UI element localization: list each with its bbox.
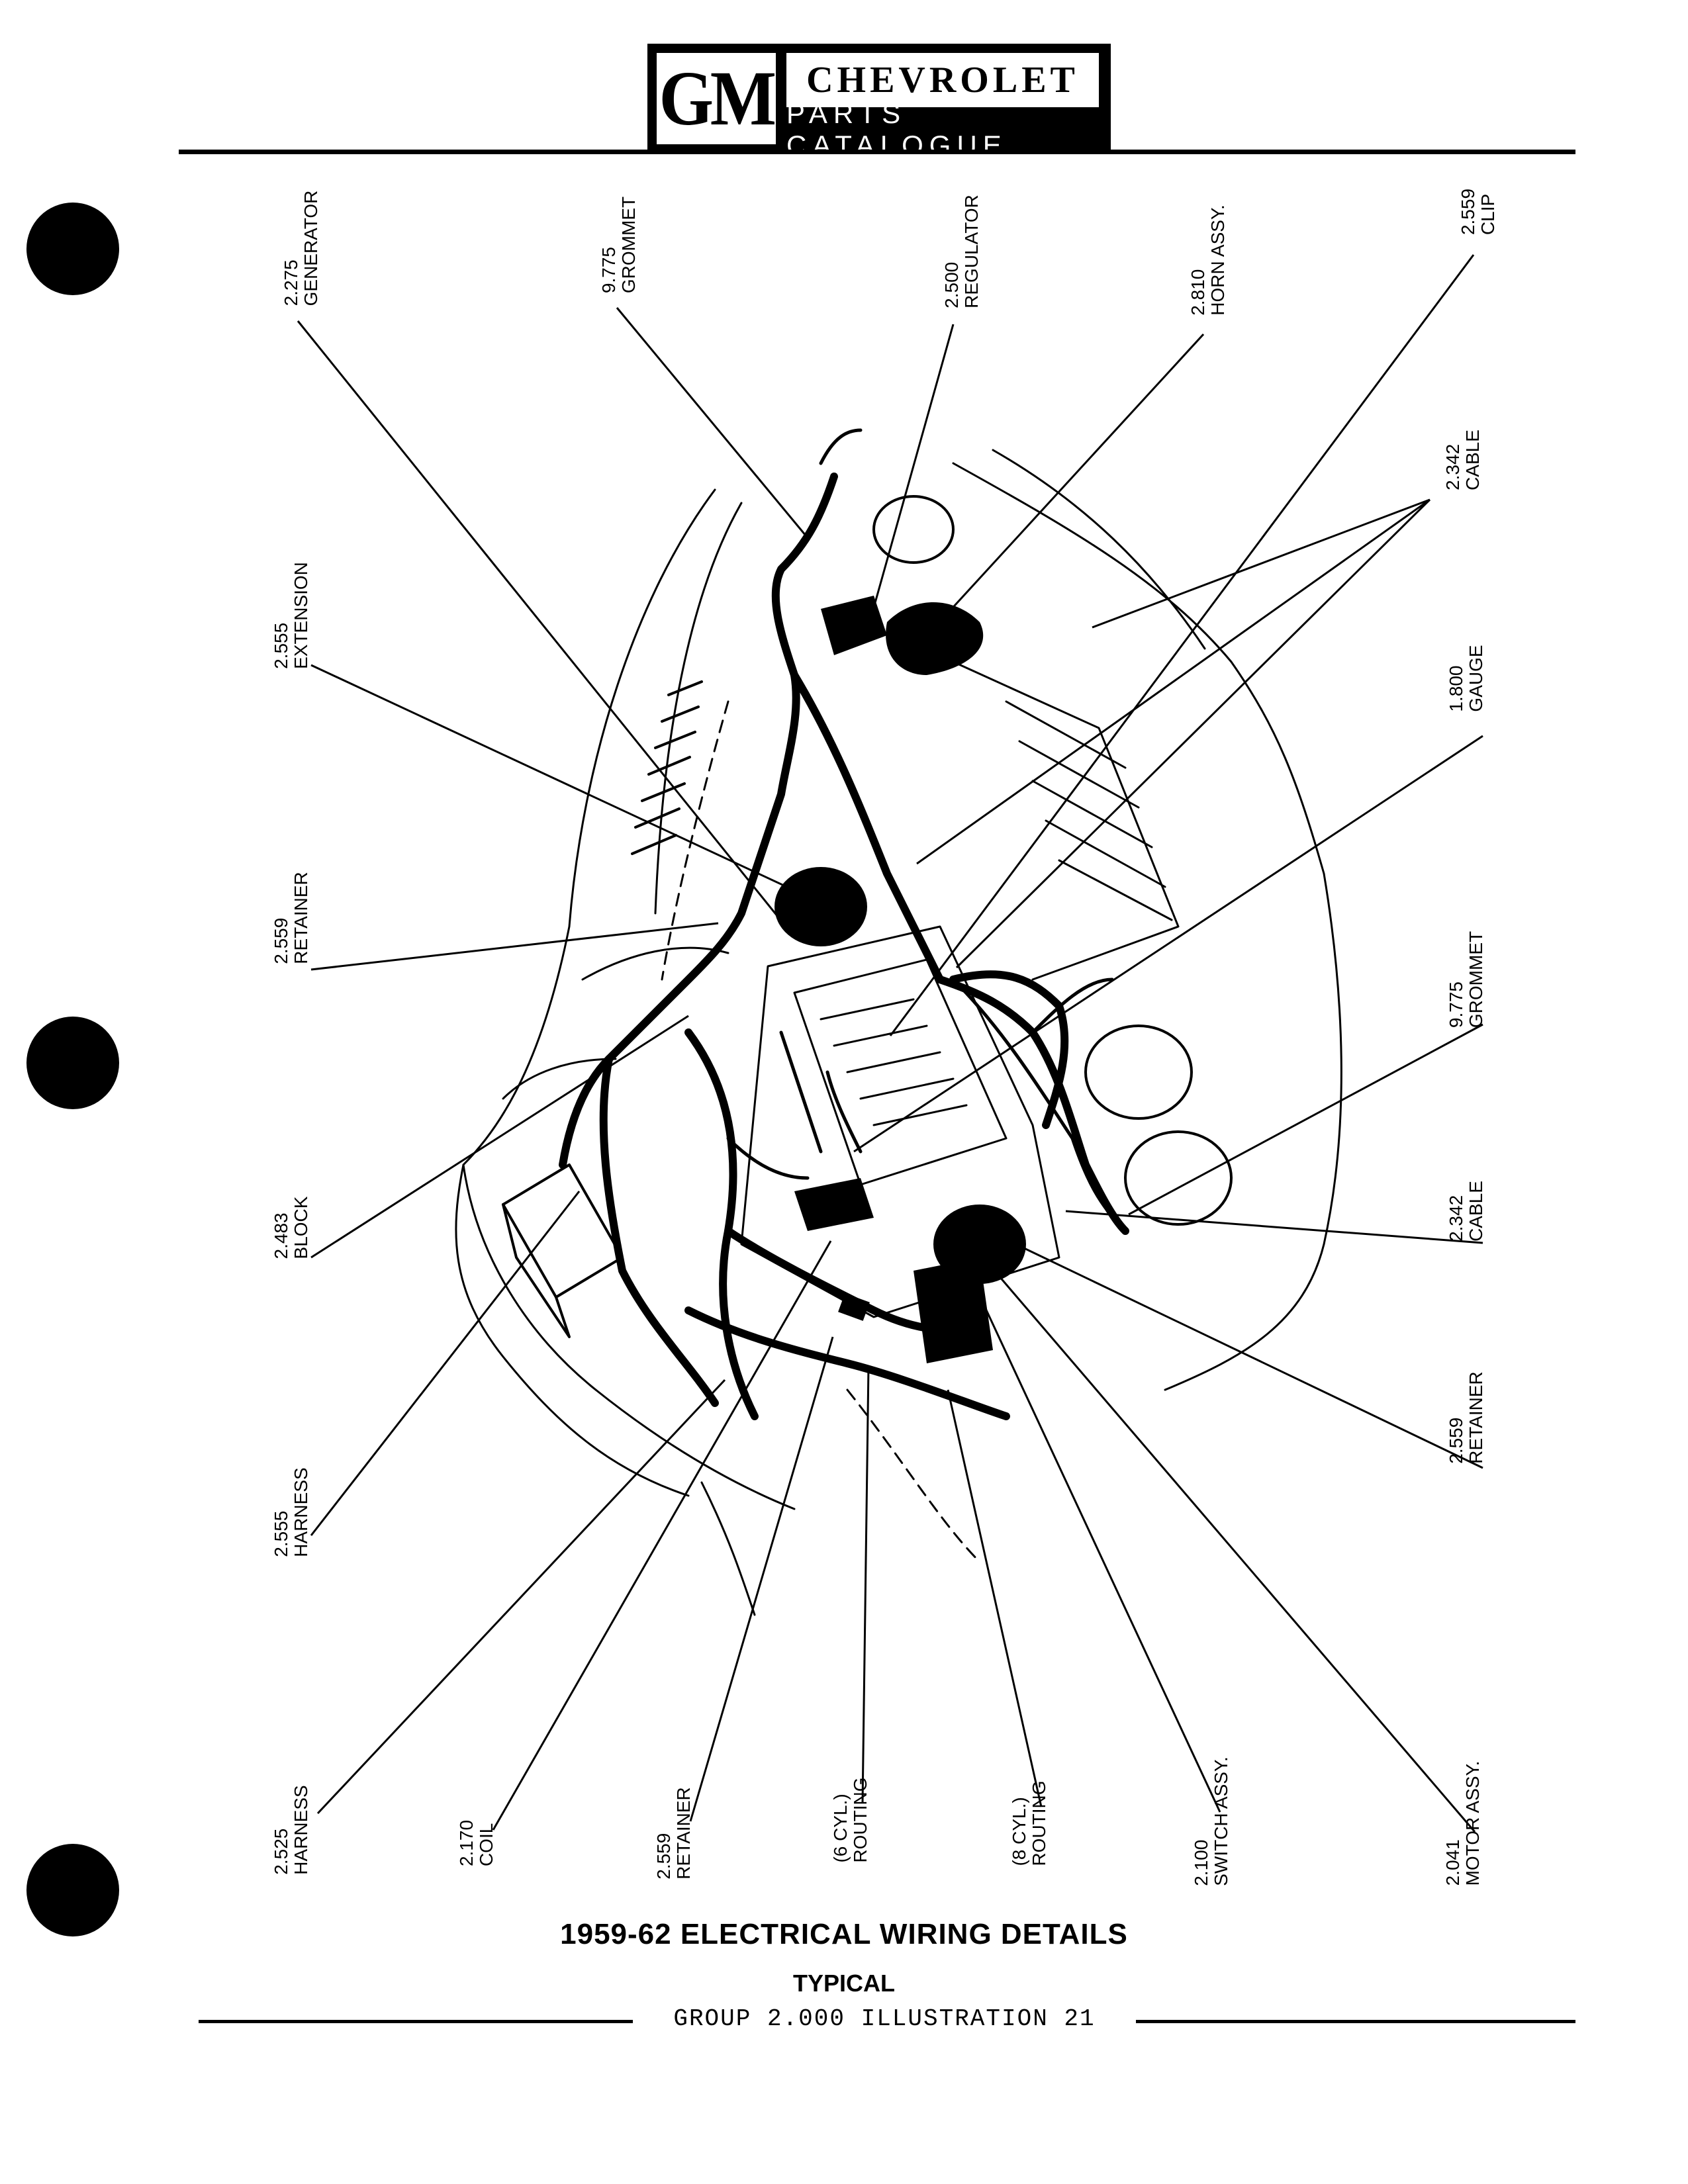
brand-name: CHEVROLET — [806, 60, 1079, 101]
regulator — [821, 596, 887, 655]
footer-rule-right — [1136, 2020, 1575, 2023]
horn — [886, 602, 984, 675]
gm-logo-box: GM — [657, 53, 776, 144]
generator — [774, 867, 867, 946]
binder-hole-top — [26, 203, 119, 295]
coil — [794, 1178, 874, 1231]
footer-reference: GROUP 2.000 ILLUSTRATION 21 — [673, 2005, 1096, 2032]
gm-logo-text: GM — [659, 55, 776, 142]
header-rule — [179, 150, 1575, 154]
radiator-vanes — [631, 680, 703, 855]
component-outlines — [872, 495, 1233, 1226]
binder-hole-middle — [26, 1017, 119, 1109]
illustration-subtitle: TYPICAL — [792, 1970, 895, 1997]
brand-box: CHEVROLET — [786, 53, 1099, 107]
leader-lines — [297, 254, 1483, 1833]
illustration-title: 1959-62 ELECTRICAL WIRING DETAILS — [560, 1918, 1128, 1950]
engine-block — [740, 660, 1180, 1318]
vehicle-body-outline — [455, 449, 1342, 1616]
binder-hole-bottom — [26, 1844, 119, 1936]
starter-switch — [914, 1257, 993, 1363]
wiring-harness-thin — [726, 428, 1127, 1233]
footer-rule-left — [199, 2020, 633, 2023]
